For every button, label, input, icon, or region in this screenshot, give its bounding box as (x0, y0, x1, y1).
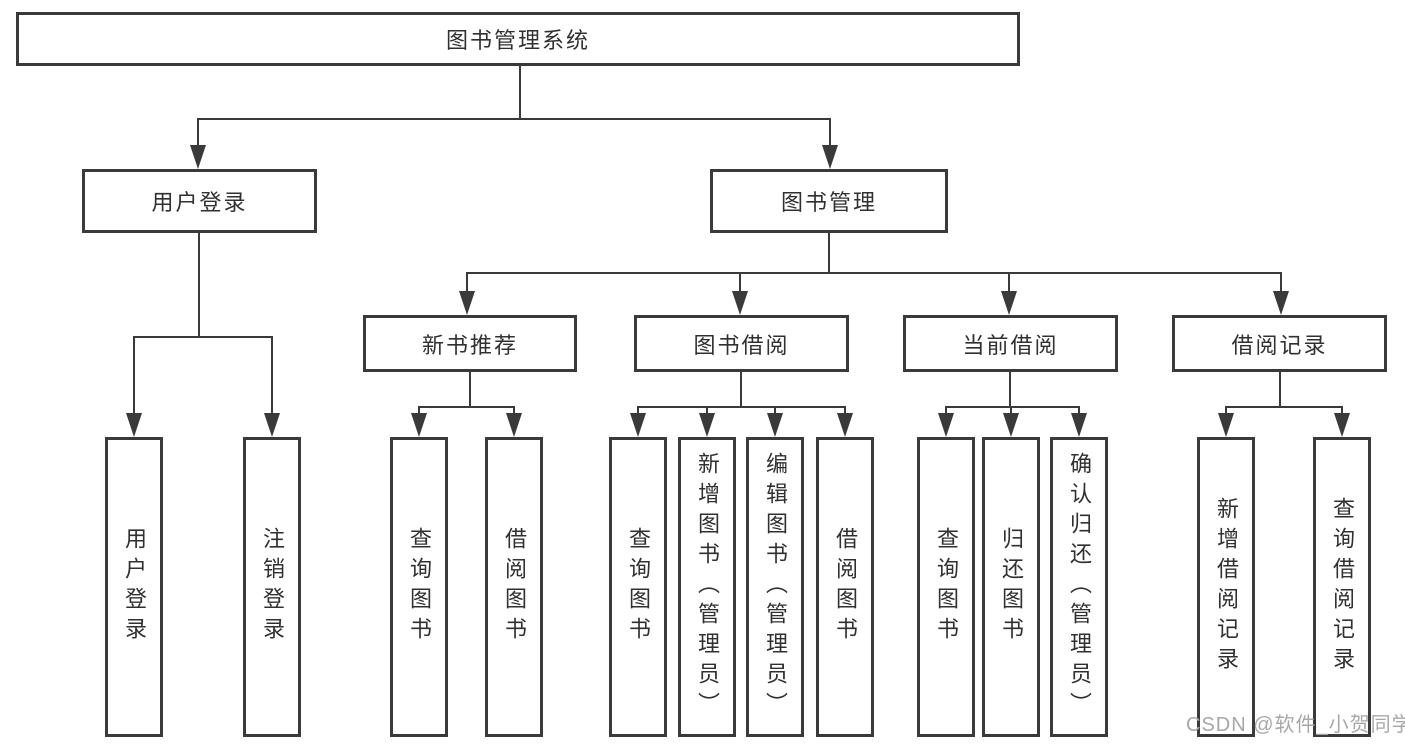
connector-arrow-down (411, 407, 427, 437)
connector-line (740, 372, 742, 407)
connector-arrow-down (190, 119, 206, 169)
node-book-management: 图书管理 (710, 169, 948, 233)
node-leaf-edit-books-admin: 编辑图书（管理员） (746, 437, 804, 737)
connector-line (466, 272, 1282, 274)
connector-arrow-down (1218, 407, 1234, 437)
leaf-label: 注销登录 (260, 527, 285, 647)
node-leaf-user-login: 用户登录 (105, 437, 163, 737)
leaf-label: 查询图书 (626, 527, 651, 647)
connector-line (828, 233, 830, 273)
connector-arrow-down (699, 407, 715, 437)
node-leaf-borrowing-borrow-books: 借阅图书 (816, 437, 874, 737)
connector-line (1009, 372, 1011, 407)
node-leaf-query-borrow-record: 查询借阅记录 (1313, 437, 1371, 737)
connector-line (133, 336, 273, 338)
node-leaf-current-query-books: 查询图书 (917, 437, 975, 737)
connector-arrow-down (1003, 407, 1019, 437)
leaf-label: 新增图书（管理员） (695, 452, 720, 722)
leaf-label: 查询图书 (934, 527, 959, 647)
connector-arrow-down (1273, 273, 1289, 315)
connector-line (418, 406, 515, 408)
leaf-label: 借阅图书 (502, 527, 527, 647)
node-leaf-add-borrow-record: 新增借阅记录 (1197, 437, 1255, 737)
connector-arrow-down (732, 273, 748, 315)
connector-arrow-down (459, 273, 475, 315)
leaf-label: 新增借阅记录 (1214, 497, 1239, 677)
leaf-label: 归还图书 (999, 527, 1024, 647)
leaf-label: 查询图书 (407, 527, 432, 647)
node-leaf-confirm-return-admin: 确认归还（管理员） (1050, 437, 1108, 737)
leaf-label: 查询借阅记录 (1330, 497, 1355, 677)
node-current-borrowing: 当前借阅 (903, 315, 1118, 372)
connector-arrow-down (822, 119, 838, 169)
node-leaf-recommend-borrow-books: 借阅图书 (485, 437, 543, 737)
connector-line (637, 406, 846, 408)
connector-arrow-down (1334, 407, 1350, 437)
connector-line (198, 233, 200, 337)
node-borrowing-records: 借阅记录 (1172, 315, 1387, 372)
node-book-borrowing: 图书借阅 (634, 315, 849, 372)
connector-arrow-down (1071, 407, 1087, 437)
node-leaf-return-books: 归还图书 (982, 437, 1040, 737)
connector-arrow-down (1001, 273, 1017, 315)
connector-line (197, 118, 831, 120)
csdn-watermark: CSDN @软件_小贺同学 (1186, 714, 1405, 736)
node-leaf-logout: 注销登录 (243, 437, 301, 737)
connector-arrow-down (767, 407, 783, 437)
connector-arrow-down (630, 407, 646, 437)
node-leaf-borrowing-query-books: 查询图书 (609, 437, 667, 737)
connector-line (1225, 406, 1343, 408)
connector-arrow-down (506, 407, 522, 437)
connector-arrow-down (938, 407, 954, 437)
connector-arrow-down (126, 337, 142, 437)
node-leaf-add-books-admin: 新增图书（管理员） (678, 437, 736, 737)
node-new-book-recommendation: 新书推荐 (363, 315, 577, 372)
connector-arrow-down (837, 407, 853, 437)
connector-line (469, 372, 471, 407)
connector-line (519, 66, 521, 119)
connector-line (945, 406, 1080, 408)
leaf-label: 确认归还（管理员） (1067, 452, 1092, 722)
leaf-label: 借阅图书 (833, 527, 858, 647)
connector-line (1279, 372, 1281, 407)
connector-arrow-down (264, 337, 280, 437)
node-library-management-system: 图书管理系统 (16, 12, 1020, 66)
leaf-label: 编辑图书（管理员） (763, 452, 788, 722)
node-user-login: 用户登录 (82, 169, 317, 233)
leaf-label: 用户登录 (122, 527, 147, 647)
node-leaf-recommend-query-books: 查询图书 (390, 437, 448, 737)
